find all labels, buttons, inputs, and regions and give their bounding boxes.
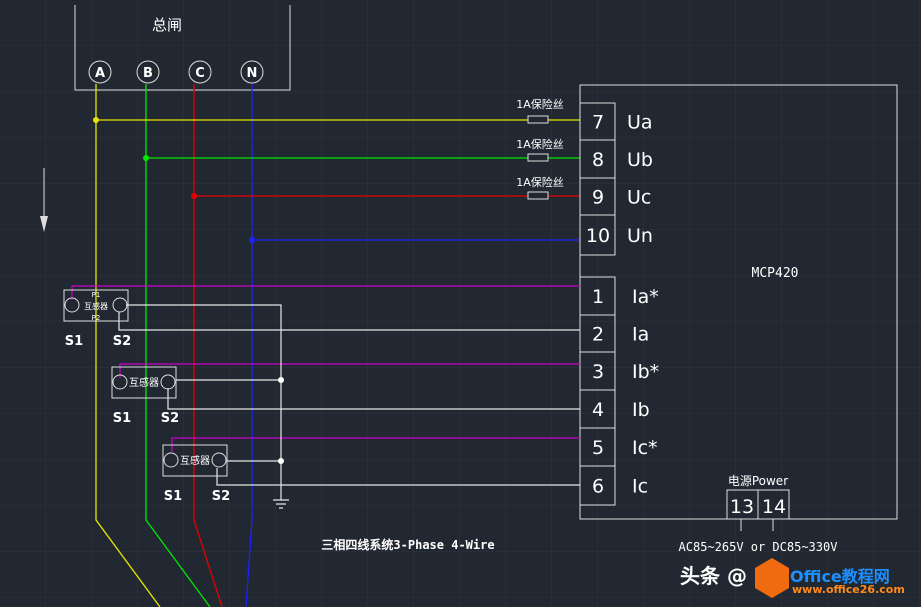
phase-label: N [247,66,258,81]
terminal-8: 8 Ub [579,139,653,179]
phase-label: B [143,66,153,81]
current-transformer-2: 互感器 S1 S2 [111,366,179,426]
ct-s2-label: S2 [113,334,131,349]
terminal-label: Uc [627,187,651,209]
phase-terminal-n: N [240,60,264,84]
terminal-number: 8 [592,149,604,171]
terminal-label: Ia [632,324,649,346]
phase-terminal-b: B [136,60,160,84]
power-label: 电源Power [728,474,788,488]
device-name: MCP420 [752,266,799,281]
terminal-number: 1 [592,286,604,308]
ct-s1-label: S1 [113,411,131,426]
phase-c-wire [193,84,223,607]
ct-s2-label: S2 [212,489,230,504]
terminal-14: 14 [762,496,786,518]
power-spec: AC85~265V or DC85~330V [679,540,838,554]
terminal-number: 2 [592,324,604,346]
terminal-number: 5 [592,437,604,459]
phase-terminal-c: C [188,60,212,84]
ct-p2: P2 [92,314,101,322]
terminal-label: Ia* [632,286,659,308]
ct-label: 互感器 [84,301,108,311]
terminal-13: 13 [730,496,754,518]
terminal-number: 7 [592,112,604,134]
ct-s2-label: S2 [161,411,179,426]
fuses [527,115,549,200]
neutral-wire [245,84,253,607]
fuse-label: 1A保险丝 [516,175,564,189]
fuse-label: 1A保险丝 [516,97,564,111]
terminal-label: Ib* [632,361,659,383]
breaker-title: 总闸 [152,16,182,34]
phase-a-wire [95,84,161,607]
terminal-number: 6 [592,476,604,498]
ct-s1-label: S1 [164,489,182,504]
terminal-number: 9 [592,187,604,209]
terminal-number: 3 [592,361,604,383]
watermark-url: www.office26.com [792,583,905,596]
terminal-label: Ic [632,476,648,498]
watermark-left: 头条 @ [680,564,747,588]
arrow-down-icon [40,168,48,232]
terminal-label: Un [627,225,653,247]
office-logo-icon [755,558,789,598]
diagram-caption: 三相四线系统3-Phase 4-Wire [321,537,494,552]
terminal-label: Ic* [632,437,658,459]
terminal-number: 4 [592,399,604,421]
watermark-brand: Office教程网 [790,567,890,586]
fuse-label: 1A保险丝 [516,137,564,151]
terminal-label: Ib [632,399,650,421]
phase-b-wire [145,84,211,607]
ct-s1-label: S1 [65,334,83,349]
terminal-6: 6 Ic [579,465,648,506]
terminal-2: 2 Ia [579,314,649,353]
phase-label: A [95,66,105,81]
terminal-1: 1 Ia* [579,276,659,316]
main-breaker [74,5,291,91]
terminal-10: 10 Un [579,214,653,256]
phase-terminal-a: A [88,60,112,84]
terminal-label: Ua [627,112,653,134]
ct-label: 互感器 [129,376,159,389]
terminal-label: Ub [627,149,653,171]
phase-label: C [195,66,205,81]
power-terminals [726,489,790,531]
ct-label: 互感器 [180,454,210,467]
terminal-number: 10 [586,225,610,247]
ct-p1: P1 [92,291,101,299]
current-transformer-3: 互感器 S1 S2 [162,444,230,504]
